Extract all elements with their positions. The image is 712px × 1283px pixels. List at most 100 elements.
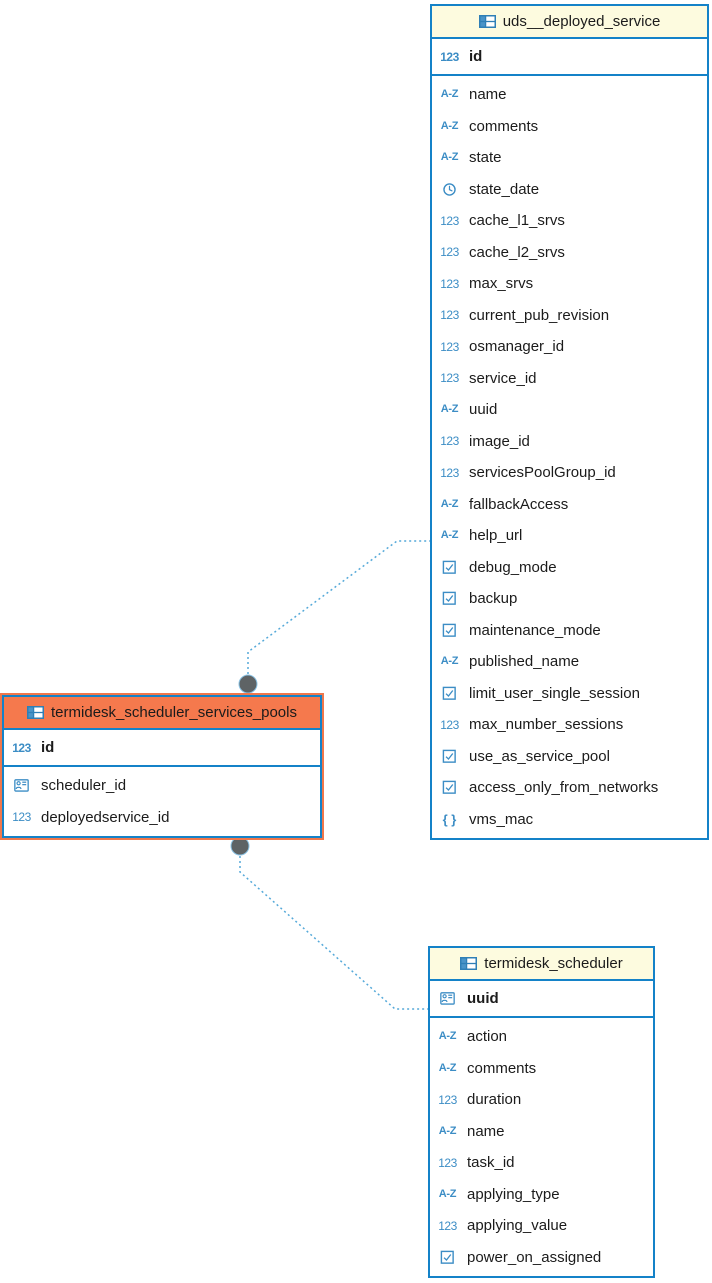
column-name: access_only_from_networks <box>469 779 659 797</box>
primary-key-section: 123 id <box>432 39 707 76</box>
column-name: comments <box>467 1059 537 1077</box>
numeric-type-icon: 123 <box>12 740 31 755</box>
column-row[interactable]: debug_mode <box>432 552 707 584</box>
text-type-icon: A-Z <box>440 119 459 132</box>
column-name: osmanager_id <box>469 338 565 356</box>
column-name: cache_l2_srvs <box>469 243 565 261</box>
column-row[interactable]: 123 deployedservice_id <box>4 802 320 834</box>
column-name: vms_mac <box>469 810 534 828</box>
numeric-type-icon: 123 <box>440 308 459 323</box>
table-title: termidesk_scheduler <box>484 955 623 972</box>
numeric-type-icon: 123 <box>440 276 459 291</box>
column-name: applying_value <box>467 1217 568 1235</box>
column-name: use_as_service_pool <box>469 747 610 765</box>
column-row[interactable]: access_only_from_networks <box>432 772 707 804</box>
text-type-icon: A-Z <box>440 151 459 164</box>
numeric-type-icon: 123 <box>440 339 459 354</box>
column-name: debug_mode <box>469 558 557 576</box>
table-header[interactable]: termidesk_scheduler_services_pools <box>4 697 320 730</box>
column-row[interactable]: 123 cache_l2_srvs <box>432 237 707 269</box>
table-header[interactable]: uds__deployed_service <box>432 6 707 39</box>
column-name: published_name <box>469 653 580 671</box>
text-type-icon: A-Z <box>440 403 459 416</box>
numeric-type-icon: 123 <box>440 465 459 480</box>
text-type-icon: A-Z <box>438 1061 457 1074</box>
column-name: state_date <box>469 180 540 198</box>
column-name: max_number_sessions <box>469 716 624 734</box>
table-title: uds__deployed_service <box>502 13 661 30</box>
column-name: limit_user_single_session <box>469 684 640 702</box>
boolean-type-icon <box>442 591 456 606</box>
relation-line-pools-to-scheduler[interactable] <box>239 846 428 1010</box>
column-row[interactable]: A-Z comments <box>430 1053 653 1085</box>
column-row[interactable]: 123 cache_l1_srvs <box>432 205 707 237</box>
table-icon <box>478 15 496 28</box>
table-title: termidesk_scheduler_services_pools <box>51 704 297 721</box>
primary-key-row[interactable]: uuid <box>430 982 653 1015</box>
column-row[interactable]: use_as_service_pool <box>432 741 707 773</box>
numeric-type-icon: 123 <box>12 810 31 825</box>
column-name: name <box>467 1122 505 1140</box>
datetime-type-icon <box>443 183 456 196</box>
column-row[interactable]: scheduler_id <box>4 770 320 802</box>
column-name: cache_l1_srvs <box>469 212 565 230</box>
text-type-icon: A-Z <box>440 529 459 542</box>
column-row[interactable]: limit_user_single_session <box>432 678 707 710</box>
column-row[interactable]: maintenance_mode <box>432 615 707 647</box>
table-header[interactable]: termidesk_scheduler <box>430 948 653 981</box>
column-name: backup <box>469 590 518 608</box>
primary-key-row[interactable]: 123 id <box>432 40 707 73</box>
column-name: image_id <box>469 432 530 450</box>
numeric-type-icon: 123 <box>440 213 459 228</box>
column-name: deployedservice_id <box>41 808 170 826</box>
column-row[interactable]: { } vms_mac <box>432 804 707 836</box>
text-type-icon: A-Z <box>440 88 459 101</box>
column-row[interactable]: power_on_assigned <box>430 1242 653 1274</box>
column-row[interactable]: A-Z name <box>432 79 707 111</box>
column-name: fallbackAccess <box>469 495 569 513</box>
column-name: id <box>469 48 483 65</box>
column-row[interactable]: 123 osmanager_id <box>432 331 707 363</box>
json-type-icon: { } <box>442 811 457 827</box>
numeric-type-icon: 123 <box>440 49 459 64</box>
numeric-type-icon: 123 <box>438 1218 457 1233</box>
numeric-type-icon: 123 <box>440 245 459 260</box>
columns-section: scheduler_id 123 deployedservice_id <box>4 767 320 836</box>
column-name: service_id <box>469 369 537 387</box>
relation-line-pools-to-deployed-service[interactable] <box>247 540 430 684</box>
unique-id-type-icon <box>440 992 455 1005</box>
column-row[interactable]: backup <box>432 583 707 615</box>
boolean-type-icon <box>442 686 456 700</box>
column-name: applying_type <box>467 1185 560 1203</box>
column-name: name <box>469 86 507 104</box>
numeric-type-icon: 123 <box>440 371 459 386</box>
column-row[interactable]: 123 applying_value <box>430 1210 653 1242</box>
column-row[interactable]: state_date <box>432 174 707 206</box>
text-type-icon: A-Z <box>438 1030 457 1043</box>
column-row[interactable]: 123 service_id <box>432 363 707 395</box>
